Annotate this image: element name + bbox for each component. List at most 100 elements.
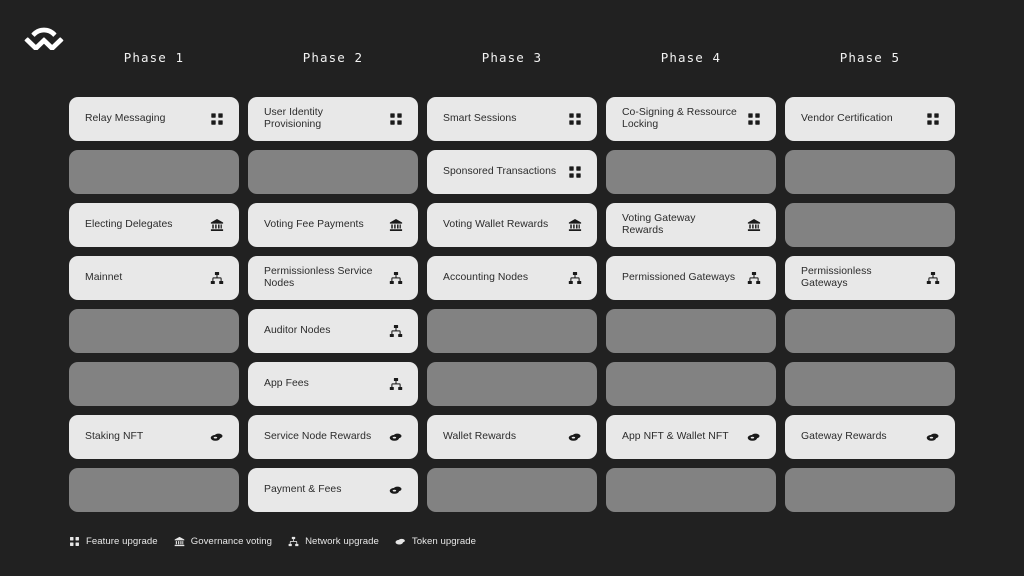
phase-header-4: Phase 4 bbox=[660, 50, 722, 65]
legend-label: Network upgrade bbox=[305, 536, 379, 547]
legend-item-feature: Feature upgrade bbox=[69, 536, 158, 547]
walletconnect-wave-logo bbox=[24, 22, 64, 52]
roadmap-card-label: Mainnet bbox=[85, 271, 123, 283]
roadmap-card-label: Permissionless Gateways bbox=[801, 265, 872, 289]
roadmap-card[interactable]: Wallet Rewards bbox=[427, 415, 597, 459]
governance-bank-icon bbox=[210, 218, 224, 232]
roadmap-card-empty bbox=[785, 309, 955, 353]
legend-label: Token upgrade bbox=[411, 536, 477, 547]
legend-label: Feature upgrade bbox=[86, 536, 158, 547]
roadmap-card-label: Voting Fee Payments bbox=[264, 218, 364, 230]
roadmap-card-label: App Fees bbox=[264, 377, 309, 389]
feature-grid-icon bbox=[389, 112, 403, 126]
roadmap-card[interactable]: Permissioned Gateways bbox=[606, 256, 776, 300]
roadmap-card[interactable]: Permissionless Service Nodes bbox=[248, 256, 418, 300]
roadmap-card-label: Co-Signing & Ressource Locking bbox=[622, 106, 737, 130]
roadmap-card-label: Auditor Nodes bbox=[264, 324, 331, 336]
roadmap-card-label: Wallet Rewards bbox=[443, 430, 517, 442]
governance-bank-icon bbox=[174, 536, 185, 547]
roadmap-card-empty bbox=[427, 468, 597, 512]
feature-grid-icon bbox=[568, 165, 582, 179]
roadmap-card[interactable]: Relay Messaging bbox=[69, 97, 239, 141]
roadmap-card[interactable]: Electing Delegates bbox=[69, 203, 239, 247]
roadmap-card-label: Voting Wallet Rewards bbox=[443, 218, 549, 230]
roadmap-card-empty bbox=[69, 309, 239, 353]
roadmap-card[interactable]: Permissionless Gateways bbox=[785, 256, 955, 300]
roadmap-card[interactable]: Payment & Fees bbox=[248, 468, 418, 512]
roadmap-card[interactable]: App NFT & Wallet NFT bbox=[606, 415, 776, 459]
roadmap-card[interactable]: Voting Gateway Rewards bbox=[606, 203, 776, 247]
roadmap-card[interactable]: Gateway Rewards bbox=[785, 415, 955, 459]
roadmap-card-label: Payment & Fees bbox=[264, 483, 342, 495]
roadmap-card[interactable]: Accounting Nodes bbox=[427, 256, 597, 300]
network-tree-icon bbox=[389, 377, 403, 391]
roadmap-card[interactable]: Vendor Certification bbox=[785, 97, 955, 141]
roadmap-card-empty bbox=[69, 362, 239, 406]
roadmap-card-label: Voting Gateway Rewards bbox=[622, 212, 696, 236]
roadmap-card-empty bbox=[69, 468, 239, 512]
roadmap-card-empty bbox=[785, 203, 955, 247]
token-coins-icon bbox=[568, 430, 582, 444]
roadmap-card-label: User Identity Provisioning bbox=[264, 106, 323, 130]
roadmap-card-label: Permissioned Gateways bbox=[622, 271, 736, 283]
legend: Feature upgrade Governance voting Network … bbox=[69, 536, 476, 547]
governance-bank-icon bbox=[568, 218, 582, 232]
roadmap-card[interactable]: Sponsored Transactions bbox=[427, 150, 597, 194]
token-coins-icon bbox=[395, 536, 406, 547]
roadmap-card-label: Gateway Rewards bbox=[801, 430, 887, 442]
phase-header-1: Phase 1 bbox=[123, 50, 185, 65]
roadmap-card[interactable]: Co-Signing & Ressource Locking bbox=[606, 97, 776, 141]
network-tree-icon bbox=[389, 324, 403, 338]
token-coins-icon bbox=[747, 430, 761, 444]
roadmap-card-label: Electing Delegates bbox=[85, 218, 173, 230]
network-tree-icon bbox=[389, 271, 403, 285]
roadmap-card-empty bbox=[785, 362, 955, 406]
legend-item-token: Token upgrade bbox=[395, 536, 476, 547]
roadmap-card[interactable]: Auditor Nodes bbox=[248, 309, 418, 353]
token-coins-icon bbox=[210, 430, 224, 444]
phase-header-row: Phase 1 Phase 2 Phase 3 Phase 4 Phase 5 bbox=[69, 50, 955, 65]
network-tree-icon bbox=[747, 271, 761, 285]
feature-grid-icon bbox=[69, 536, 80, 547]
roadmap-card-empty bbox=[606, 362, 776, 406]
network-tree-icon bbox=[926, 271, 940, 285]
governance-bank-icon bbox=[747, 218, 761, 232]
feature-grid-icon bbox=[210, 112, 224, 126]
token-coins-icon bbox=[926, 430, 940, 444]
roadmap-card[interactable]: User Identity Provisioning bbox=[248, 97, 418, 141]
roadmap-card-label: Relay Messaging bbox=[85, 112, 166, 124]
roadmap-card-empty bbox=[606, 468, 776, 512]
phase-header-2: Phase 2 bbox=[302, 50, 364, 65]
roadmap-card-empty bbox=[427, 362, 597, 406]
roadmap-card-label: App NFT & Wallet NFT bbox=[622, 430, 729, 442]
roadmap-card-empty bbox=[248, 150, 418, 194]
token-coins-icon bbox=[389, 483, 403, 497]
roadmap-card[interactable]: Staking NFT bbox=[69, 415, 239, 459]
roadmap-card-label: Accounting Nodes bbox=[443, 271, 529, 283]
governance-bank-icon bbox=[389, 218, 403, 232]
roadmap-card[interactable]: App Fees bbox=[248, 362, 418, 406]
roadmap-card-empty bbox=[69, 150, 239, 194]
roadmap-card[interactable]: Mainnet bbox=[69, 256, 239, 300]
roadmap-card-label: Permissionless Service Nodes bbox=[264, 265, 373, 289]
roadmap-card[interactable]: Voting Fee Payments bbox=[248, 203, 418, 247]
feature-grid-icon bbox=[747, 112, 761, 126]
roadmap-grid: Relay Messaging User Identity Provisionin… bbox=[69, 97, 955, 512]
roadmap-card-empty bbox=[785, 150, 955, 194]
network-tree-icon bbox=[288, 536, 299, 547]
roadmap-card-empty bbox=[606, 150, 776, 194]
roadmap-card[interactable]: Smart Sessions bbox=[427, 97, 597, 141]
roadmap-card[interactable]: Service Node Rewards bbox=[248, 415, 418, 459]
roadmap-card-empty bbox=[427, 309, 597, 353]
roadmap-card[interactable]: Voting Wallet Rewards bbox=[427, 203, 597, 247]
legend-label: Governance voting bbox=[190, 536, 273, 547]
roadmap-card-label: Service Node Rewards bbox=[264, 430, 372, 442]
roadmap-card-empty bbox=[606, 309, 776, 353]
roadmap-card-empty bbox=[785, 468, 955, 512]
feature-grid-icon bbox=[926, 112, 940, 126]
legend-item-governance: Governance voting bbox=[174, 536, 272, 547]
roadmap-card-label: Staking NFT bbox=[85, 430, 144, 442]
roadmap-card-label: Vendor Certification bbox=[801, 112, 893, 124]
legend-item-network: Network upgrade bbox=[288, 536, 379, 547]
roadmap-card-label: Sponsored Transactions bbox=[443, 165, 557, 177]
